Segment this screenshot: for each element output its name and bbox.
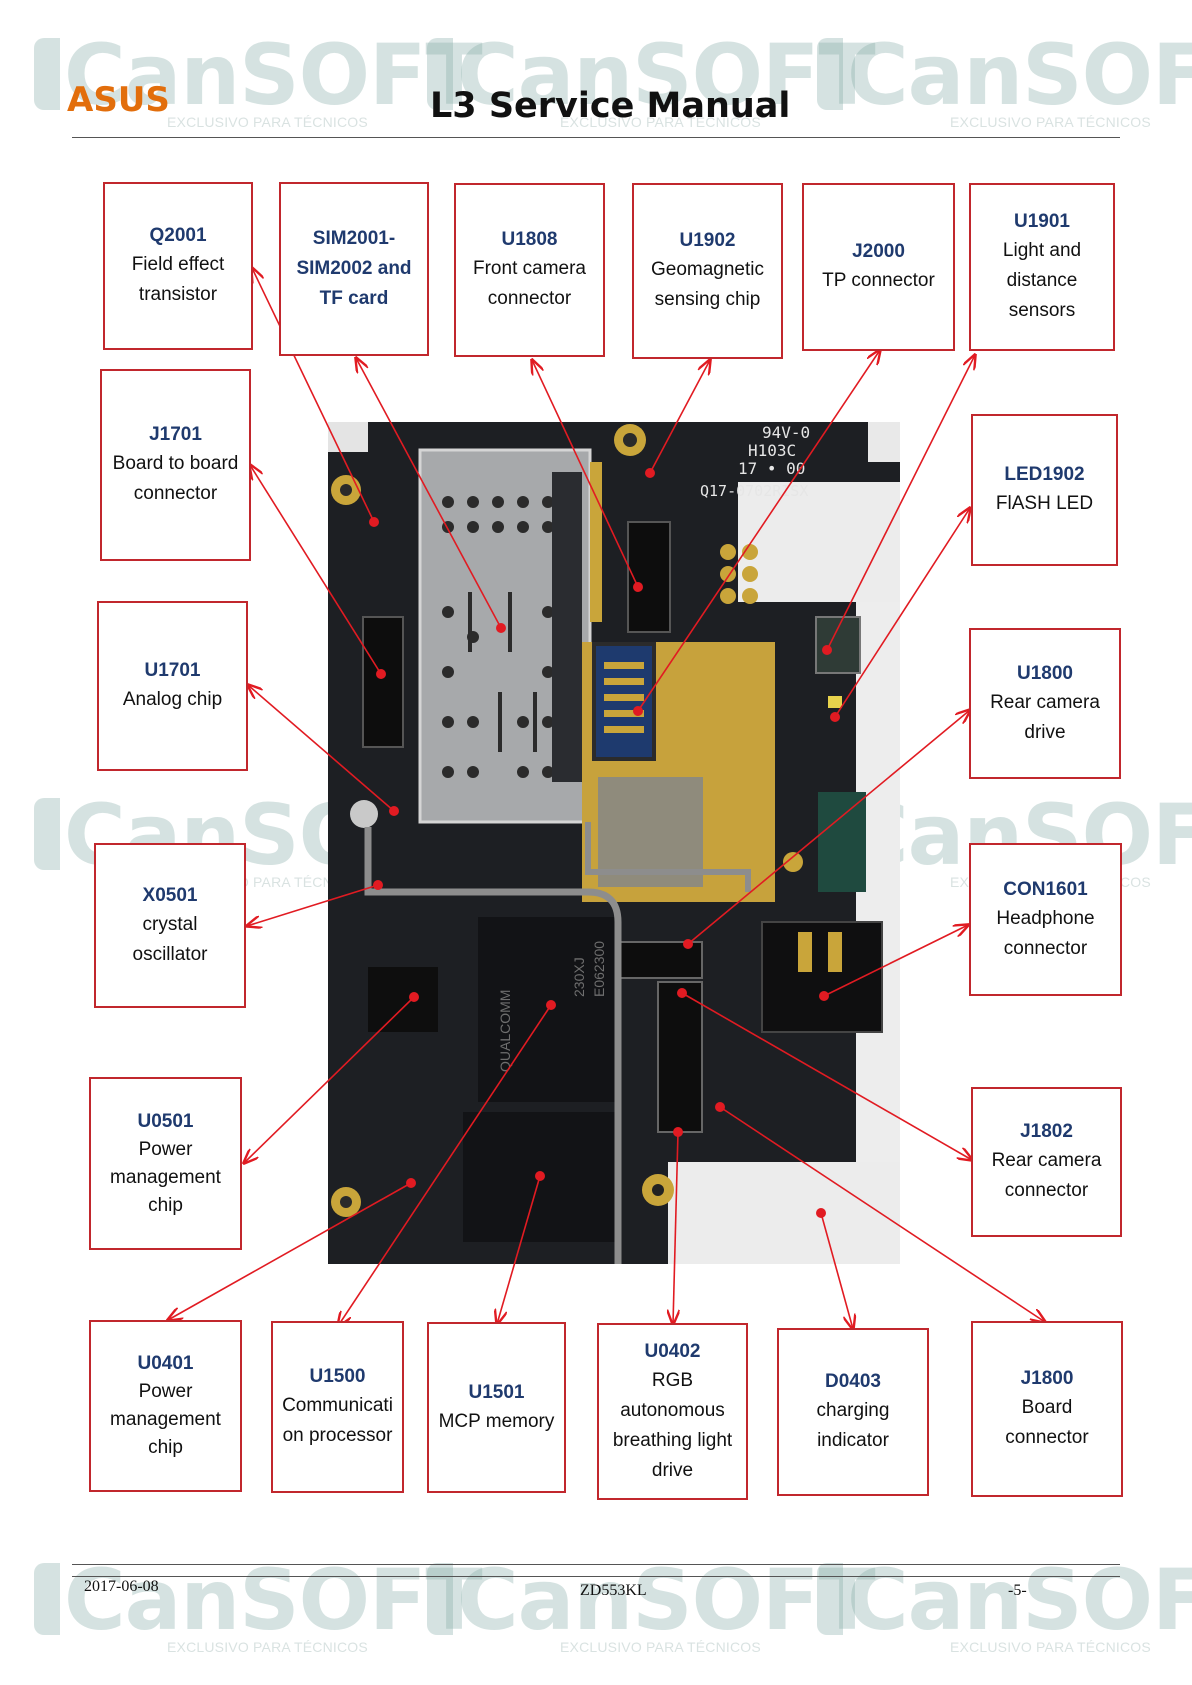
board-silkscreen: 94V-0 xyxy=(762,423,810,442)
brand-logo: ASUS xyxy=(67,80,170,120)
board-silkscreen: H103C xyxy=(748,441,796,460)
header-rule xyxy=(72,137,1120,138)
chip-marking: QUALCOMM xyxy=(497,990,513,1072)
footer-date: 2017-06-08 xyxy=(84,1578,159,1595)
footer-page-number: -5- xyxy=(1008,1582,1027,1599)
page-title: L3 Service Manual xyxy=(430,86,791,126)
chip-marking: 230XJ xyxy=(571,957,587,997)
board-photo: 94V-0 H103C 17 • 00 Q17-0702RISX QUALCOM… xyxy=(328,422,900,1264)
board-silkscreen: Q17-0702RISX xyxy=(700,482,808,500)
footer-model: ZD553KL xyxy=(580,1582,647,1599)
footer-rule-2 xyxy=(72,1576,1120,1577)
footer-rule xyxy=(72,1564,1120,1565)
chip-marking: E062300 xyxy=(591,941,607,997)
callout-sim2001: SIM2001- SIM2002 and TF card xyxy=(279,182,429,356)
board-silkscreen: 17 • 00 xyxy=(738,459,805,478)
